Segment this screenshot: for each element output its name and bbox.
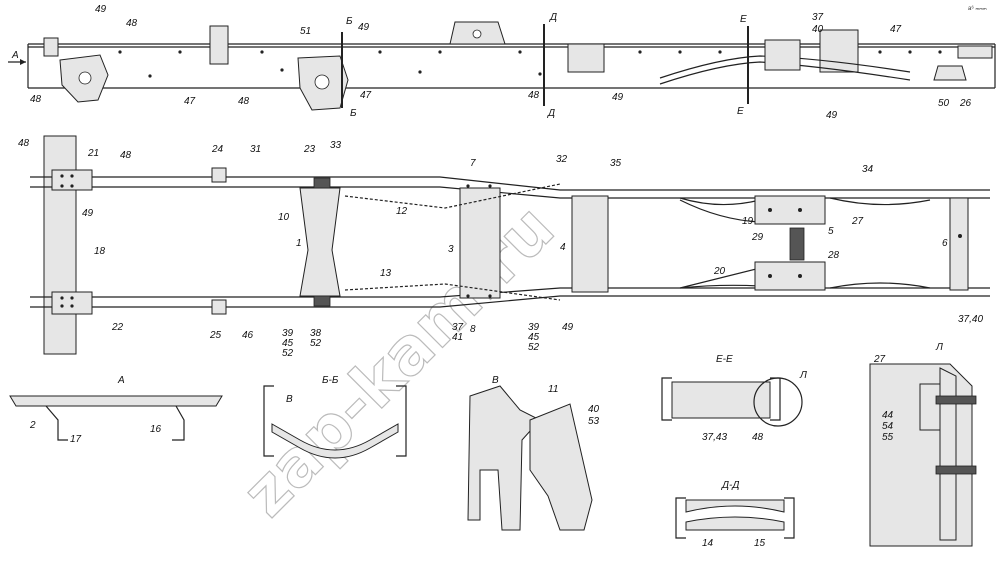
lbl: 14 [702,538,714,549]
lbl: 48 [752,432,764,443]
section-ee: Е-Е Л 37,43 48 [661,354,807,443]
lbl: 27 [851,216,864,227]
lbl: 45 [528,332,540,343]
lbl: 47 [890,24,902,35]
lbl: 33 [330,140,342,151]
lbl: 12 [396,206,408,217]
section-title: А [117,375,125,386]
lbl: 37 [812,12,824,23]
lbl: 39 [528,322,540,333]
lbl: 8 [470,324,476,335]
lbl: 49 [95,4,107,15]
lbl: 24 [211,144,224,155]
lbl: 37 [452,322,464,333]
section-dd: Д-Д 14 15 [675,480,795,549]
lbl: 38 [310,328,322,339]
lbl: 37,40 [958,314,983,325]
lbl: Л [799,370,807,381]
lbl: 16 [150,424,162,435]
lbl: 25 [209,330,222,341]
section-a: А 2 17 16 [9,375,223,445]
lbl: 40 [812,24,824,35]
lbl: 47 [184,96,196,107]
lbl: Е [740,14,747,25]
lbl: 52 [310,338,322,349]
lbl: 40 [588,404,600,415]
side-view: 49 48 48 47 48 51 Б 49 Б 47 Д Д 48 49 Е … [8,4,996,121]
corner-mark: a⁶ ₘₘₘ [968,5,987,12]
lbl: 53 [588,416,600,427]
lbl: 41 [452,332,463,343]
lbl: Е [737,106,744,117]
lbl: 32 [556,154,568,165]
section-title: Е-Е [716,354,733,365]
lbl: 13 [380,268,392,279]
lbl: 48 [126,18,138,29]
lbl: 48 [238,96,250,107]
lbl: 19 [742,216,754,227]
lbl: Д [547,108,555,119]
lbl: 29 [751,232,764,243]
lbl: 31 [250,144,261,155]
lbl: 52 [282,348,294,359]
lbl: 23 [303,144,316,155]
lbl: 49 [358,22,370,33]
lbl: А [11,50,19,61]
lbl: 52 [528,342,540,353]
lbl: 18 [94,246,106,257]
lbl: 2 [29,420,36,431]
lbl: 49 [82,208,94,219]
lbl: 4 [560,242,566,253]
section-l: Л 27 44 54 55 [869,342,977,547]
lbl: 1 [296,238,302,249]
section-v: В 11 40 53 [467,375,600,531]
lbl: 55 [882,432,894,443]
lbl: 35 [610,158,622,169]
plan-view: 48 21 48 49 18 24 31 23 33 10 1 12 7 32 … [18,135,990,359]
lbl: 21 [87,148,99,159]
lbl: 11 [548,384,558,395]
lbl: 49 [612,92,624,103]
lbl: 26 [959,98,972,109]
section-title: Д-Д [721,480,739,491]
lbl: 48 [18,138,30,149]
section-title: Б-Б [322,375,339,386]
lbl: Д [549,12,557,23]
lbl: 47 [360,90,372,101]
lbl: 28 [827,250,840,261]
lbl: 48 [528,90,540,101]
lbl: 48 [30,94,42,105]
lbl: 45 [282,338,294,349]
lbl: 22 [111,322,124,333]
lbl: 44 [882,410,894,421]
section-bb: Б-Б В [263,375,407,459]
lbl: 17 [70,434,82,445]
lbl: 46 [242,330,254,341]
lbl: 50 [938,98,950,109]
lbl: Б [346,16,353,27]
section-title: Л [935,342,943,353]
lbl: 48 [120,150,132,161]
lbl: 6 [942,238,948,249]
lbl: 37,43 [702,432,727,443]
lbl: 51 [300,26,311,37]
lbl: 49 [826,110,838,121]
lbl: 7 [470,158,476,169]
lbl: 39 [282,328,294,339]
lbl: 34 [862,164,874,175]
lbl: 5 [828,226,834,237]
lbl: 15 [754,538,766,549]
lbl: 10 [278,212,290,223]
lbl: 3 [448,244,454,255]
lbl: 20 [713,266,726,277]
lbl: Б [350,108,357,119]
section-title: В [492,375,499,386]
lbl: 49 [562,322,574,333]
lbl: 27 [873,354,886,365]
lbl: 54 [882,421,894,432]
lbl: В [286,394,293,405]
